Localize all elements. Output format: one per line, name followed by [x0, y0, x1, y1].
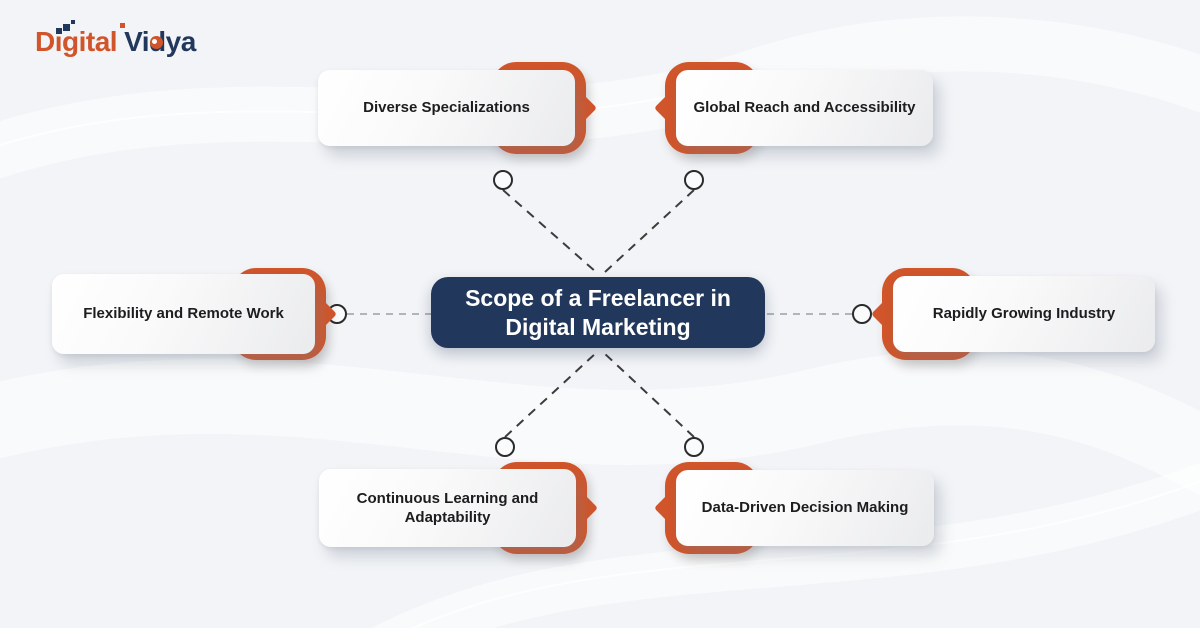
node-label: Flexibility and Remote Work [83, 305, 284, 323]
node-card: Diverse Specializations [318, 70, 575, 146]
node-data-driven-decision-making: Data-Driven Decision Making [665, 462, 934, 554]
center-topic: Scope of a Freelancer in Digital Marketi… [431, 277, 765, 348]
node-label: Global Reach and Accessibility [693, 99, 916, 117]
logo-word-digital: Digital [35, 26, 118, 57]
joint-circle-top-left [493, 170, 513, 190]
node-label: Diverse Specializations [363, 99, 530, 117]
joint-circle-top-right [684, 170, 704, 190]
connector-top-left [502, 189, 597, 273]
node-diverse-specializations: Diverse Specializations [318, 62, 586, 154]
node-card: Data-Driven Decision Making [676, 470, 934, 546]
logo-accent-square-icon [120, 23, 126, 28]
logo-pixel-dot-icon [56, 28, 62, 34]
joint-circle-bottom-right [684, 437, 704, 457]
node-flexibility-remote-work: Flexibility and Remote Work [52, 268, 326, 360]
logo-pixel-dot-icon [71, 20, 75, 24]
node-label: Data-Driven Decision Making [701, 499, 909, 517]
joint-circle-middle-right [852, 304, 872, 324]
connector-top-right [604, 189, 695, 273]
logo-lens-icon [150, 36, 164, 49]
node-card: Flexibility and Remote Work [52, 274, 315, 354]
node-label: Rapidly Growing Industry [932, 305, 1116, 323]
node-card: Rapidly Growing Industry [893, 276, 1155, 352]
node-global-reach-accessibility: Global Reach and Accessibility [665, 62, 933, 154]
node-rapidly-growing-industry: Rapidly Growing Industry [882, 268, 1155, 360]
node-label: Continuous Learning and Adaptability [356, 489, 539, 527]
joint-circle-bottom-left [495, 437, 515, 457]
logo-word-vidya: Vidya [120, 23, 196, 58]
node-continuous-learning-adaptability: Continuous Learning and Adaptability [319, 462, 587, 554]
center-title-line2: Digital Marketing [505, 313, 691, 340]
logo-pixel-dot-icon [63, 24, 70, 31]
connector-bottom-left [504, 352, 597, 438]
digital-vidya-logo: DigitalVidya [35, 20, 196, 58]
center-title-line1: Scope of a Freelancer in [465, 285, 731, 312]
connector-bottom-right [603, 352, 695, 438]
node-card: Continuous Learning and Adaptability [319, 469, 576, 547]
node-card: Global Reach and Accessibility [676, 70, 933, 146]
